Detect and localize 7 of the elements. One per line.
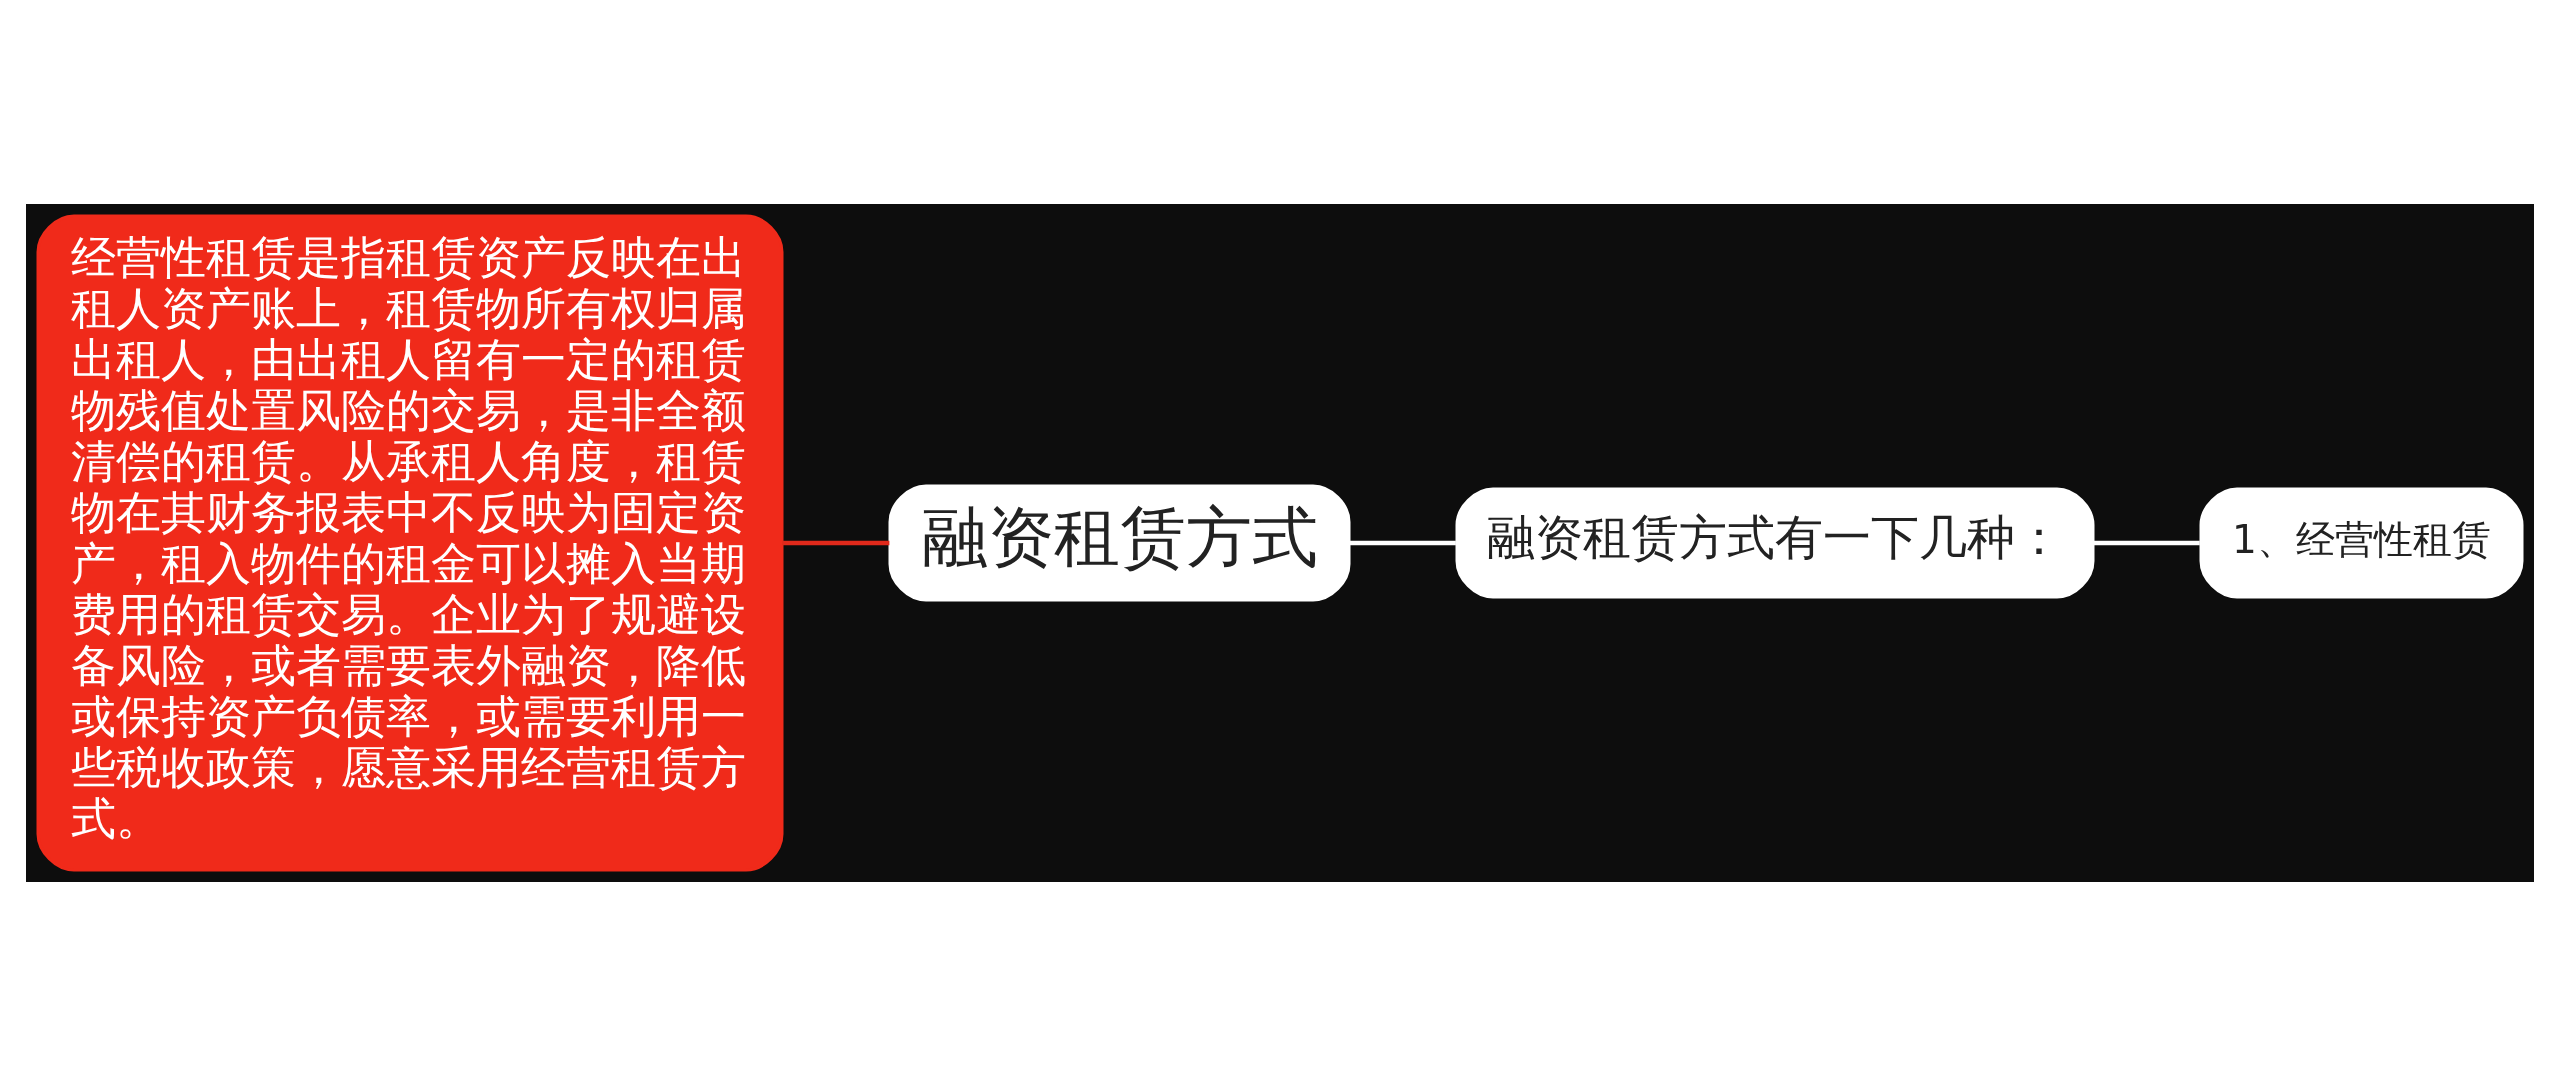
node-box: 融资租赁方式有一下几种： [1455,487,2095,599]
node-box: 经营性租赁是指租赁资产反映在出租人资产账上，租赁物所有权归属出租人，由出租人留有一定的租赁物残值处置风险的交易，是非全额清偿的租赁。从承租人角度，租赁物在其财务报表中不反映为固定资产，租入物件的租金可以摊入当期费用的租赁交易。企业为了规避设备风险，或者需要表外融资，降低或保持资产负债率，或需要利用一些税收政策，愿意采用经营租赁方式。 [36,214,784,872]
connector [782,540,890,546]
node-box: 1、经营性租赁 [2199,487,2524,599]
node-box: 融资租赁方式 [888,484,1351,602]
connector [2093,540,2200,546]
connector [1349,540,1456,546]
